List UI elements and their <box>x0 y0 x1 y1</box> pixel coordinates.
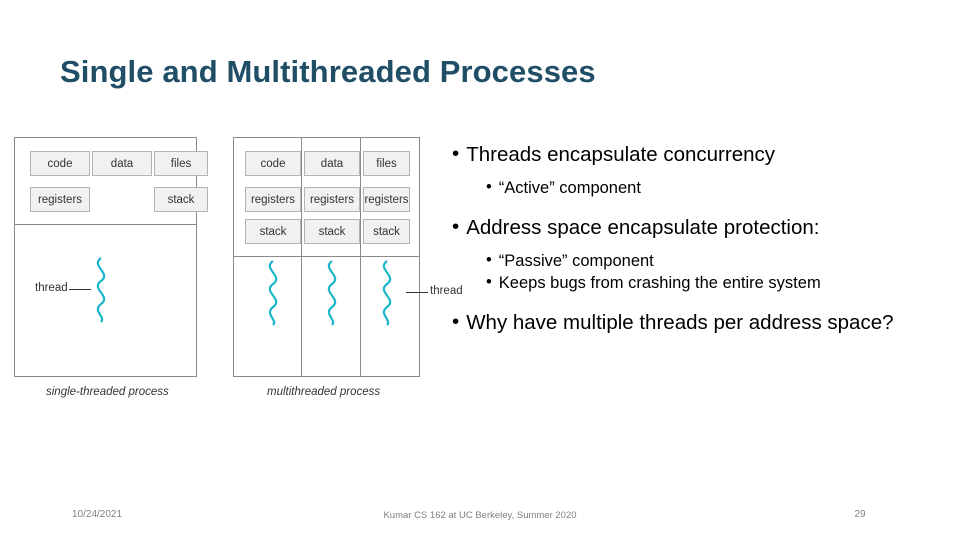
multi-thread-arrow <box>406 292 428 293</box>
bullet-list: • Threads encapsulate concurrency • “Act… <box>452 142 948 338</box>
multi-cell-data: data <box>304 151 360 176</box>
multi-process-caption: multithreaded process <box>267 386 381 398</box>
multi-cell-registers-2: registers <box>304 187 360 212</box>
process-diagram: code data files registers stack thread s… <box>14 137 474 405</box>
multi-cell-stack-1: stack <box>245 219 301 244</box>
single-cell-data: data <box>92 151 152 176</box>
multi-thread-label: thread <box>430 285 463 297</box>
multi-col-divider-1 <box>301 137 302 377</box>
bullet-marker: • <box>486 250 492 269</box>
bullet-item-3: • Address space encapsulate protection: <box>452 215 948 241</box>
bullet-text: Keeps bugs from crashing the entire syst… <box>498 274 821 293</box>
multi-cell-registers-1: registers <box>245 187 301 212</box>
multi-thread-squiggle-3 <box>382 260 392 326</box>
single-cell-files: files <box>154 151 208 176</box>
bullet-text: “Active” component <box>498 179 641 198</box>
spacer <box>452 201 948 215</box>
page-title: Single and Multithreaded Processes <box>60 54 596 89</box>
multi-thread-squiggle-2 <box>327 260 337 326</box>
spacer <box>452 243 948 251</box>
multi-cell-registers-3: registers <box>363 187 410 212</box>
spacer <box>452 170 948 178</box>
bullet-text: Address space encapsulate protection: <box>466 215 820 239</box>
multi-col-divider-2 <box>360 137 361 377</box>
bullet-marker: • <box>486 273 492 292</box>
single-process-caption: single-threaded process <box>46 386 169 398</box>
single-cell-registers: registers <box>30 187 90 212</box>
multithreaded-process-box <box>233 137 420 377</box>
single-thread-arrow <box>69 289 91 290</box>
multi-thread-squiggle-1 <box>268 260 278 326</box>
footer-page-number: 29 <box>854 509 866 520</box>
footer-course-label: Kumar CS 162 at UC Berkeley, Summer 2020 <box>383 510 577 521</box>
bullet-item-6: • Why have multiple threads per address … <box>452 310 948 336</box>
bullet-item-5: • Keeps bugs from crashing the entire sy… <box>486 273 948 294</box>
bullet-marker: • <box>452 142 460 165</box>
single-thread-label: thread <box>35 282 68 294</box>
spacer <box>452 296 948 310</box>
multi-cell-stack-2: stack <box>304 219 360 244</box>
single-cell-code: code <box>30 151 90 176</box>
bullet-text: “Passive” component <box>498 251 654 270</box>
footer-date: 10/24/2021 <box>72 509 123 520</box>
multi-divider <box>233 256 420 257</box>
bullet-item-4: • “Passive” component <box>486 251 948 272</box>
multi-cell-code: code <box>245 151 301 176</box>
multi-cell-stack-3: stack <box>363 219 410 244</box>
single-divider <box>14 224 197 225</box>
bullet-item-1: • Threads encapsulate concurrency <box>452 142 948 168</box>
single-thread-squiggle <box>96 257 106 323</box>
single-cell-stack: stack <box>154 187 208 212</box>
bullet-text: Why have multiple threads per address sp… <box>466 310 894 334</box>
bullet-marker: • <box>452 214 460 238</box>
multi-cell-files: files <box>363 151 410 176</box>
bullet-item-2: • “Active” component <box>486 178 948 199</box>
bullet-text: Threads encapsulate concurrency <box>466 143 775 166</box>
bullet-marker: • <box>486 178 492 197</box>
single-threaded-process-box <box>14 137 197 377</box>
bullet-marker: • <box>452 309 460 333</box>
